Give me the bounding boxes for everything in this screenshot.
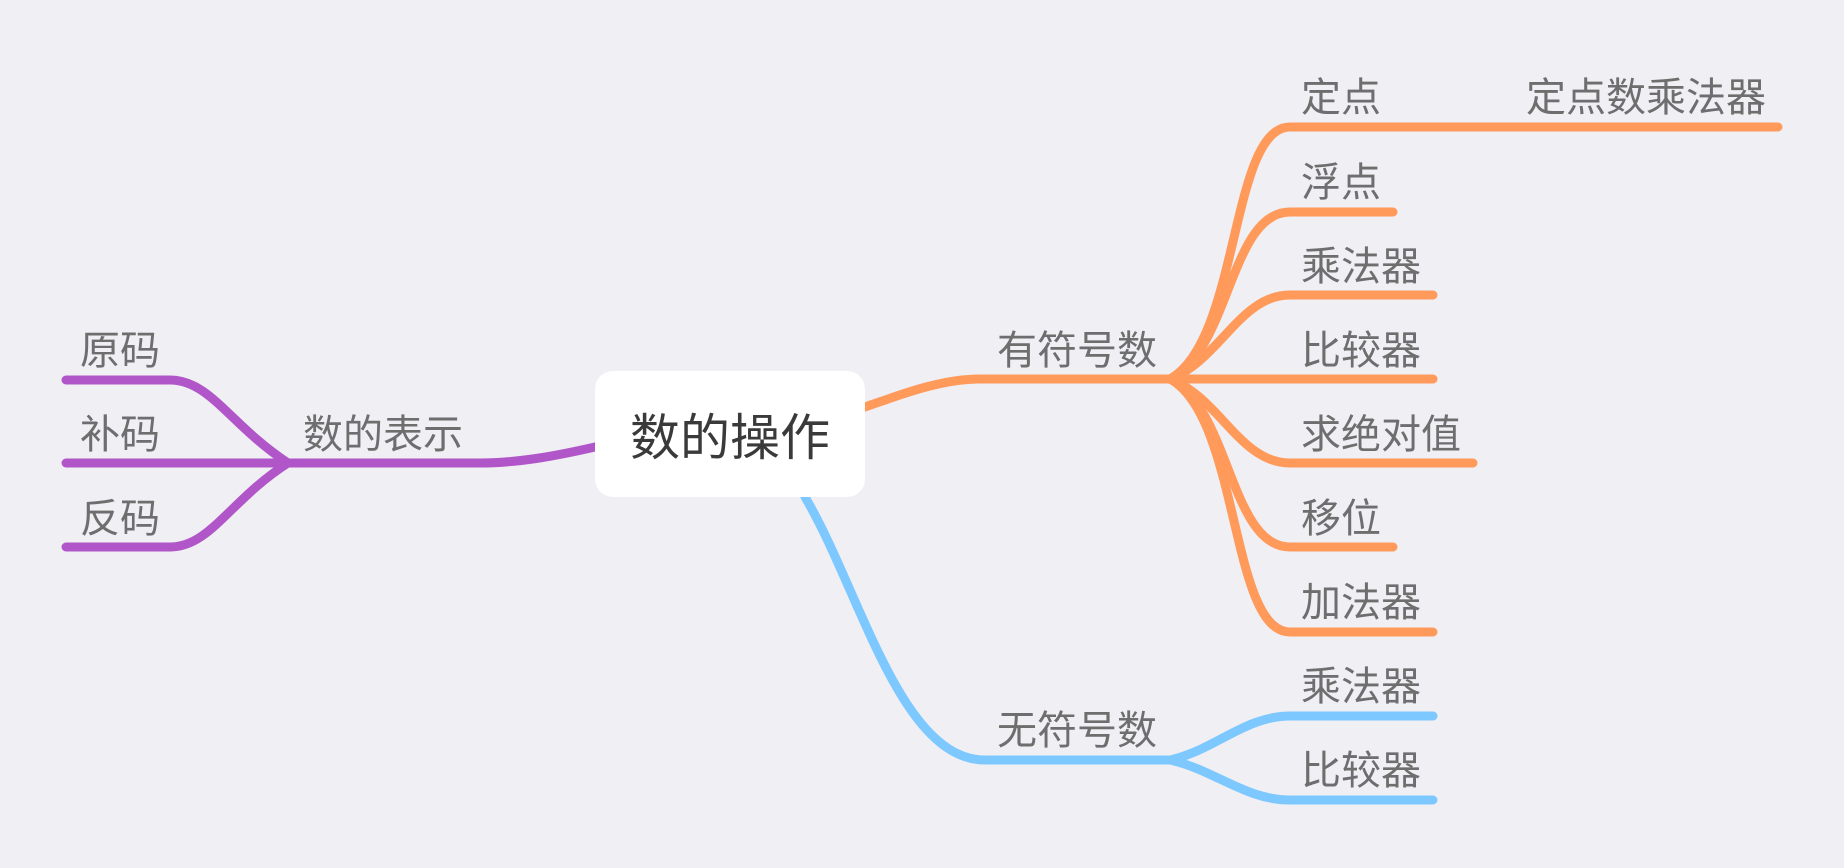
link-root-to-representation <box>283 442 600 468</box>
node-signed-qiujueduizhi[interactable]: 求绝对值 <box>1301 412 1461 458</box>
node-signed-yiwei[interactable]: 移位 <box>1301 496 1381 542</box>
link-root-to-unsigned <box>800 492 1175 765</box>
node-unsigned-chengfaqi[interactable]: 乘法器 <box>1301 664 1421 710</box>
node-unsigned[interactable]: 无符号数 <box>997 708 1157 754</box>
link-yuanma <box>61 375 293 468</box>
node-signed-chengfaqi[interactable]: 乘法器 <box>1301 244 1421 290</box>
link-unsigned-bijiaoqi <box>1165 755 1438 805</box>
node-fanma[interactable]: 反码 <box>80 496 160 542</box>
node-yuanma[interactable]: 原码 <box>80 328 160 374</box>
node-fixed-point-multiplier[interactable]: 定点数乘法器 <box>1526 75 1766 121</box>
link-jiafaqi <box>1165 374 1438 637</box>
root-node[interactable]: 数的操作 <box>595 371 865 497</box>
link-root-to-signed <box>860 374 1175 412</box>
node-unsigned-bijiaoqi[interactable]: 比较器 <box>1301 748 1421 794</box>
node-representation[interactable]: 数的表示 <box>303 412 463 458</box>
link-dingdian <box>1165 122 1783 384</box>
link-unsigned-chengfaqi <box>1165 711 1438 765</box>
link-chengfaqi <box>1165 290 1438 384</box>
link-fudian <box>1165 207 1398 384</box>
node-signed-jiafaqi[interactable]: 加法器 <box>1301 580 1421 626</box>
node-signed-dingdian[interactable]: 定点 <box>1301 75 1381 121</box>
node-signed-fudian[interactable]: 浮点 <box>1301 160 1381 206</box>
link-fanma <box>61 458 293 552</box>
node-buma[interactable]: 补码 <box>80 412 160 458</box>
node-signed-bijiaoqi[interactable]: 比较器 <box>1301 328 1421 374</box>
node-signed[interactable]: 有符号数 <box>997 328 1157 374</box>
